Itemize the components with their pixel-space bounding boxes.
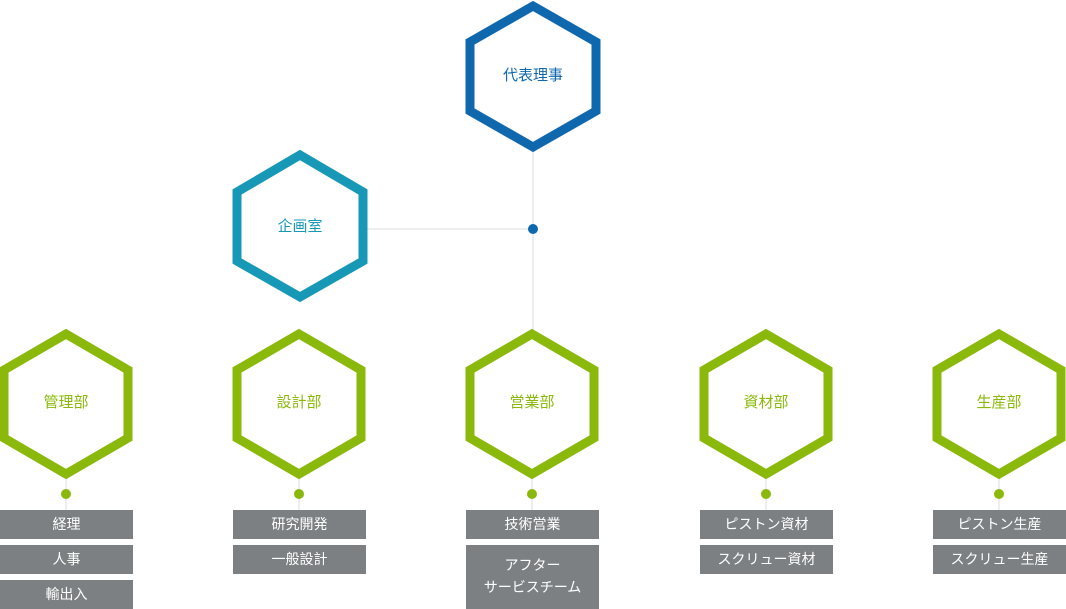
hexagon-planning bbox=[232, 149, 368, 303]
department-0-label: 管理部 bbox=[43, 393, 88, 411]
unit-box: 輸出入 bbox=[0, 580, 133, 609]
hexagon-department-1 bbox=[232, 328, 366, 480]
hexagon-department-0 bbox=[0, 328, 133, 480]
hexagon-department-4 bbox=[932, 328, 1066, 480]
hexagon-department-2 bbox=[465, 328, 599, 480]
node-department-0: 管理部 bbox=[0, 328, 133, 510]
department-2-label: 営業部 bbox=[509, 393, 554, 411]
department-2-dot bbox=[527, 489, 537, 499]
junction-dot bbox=[528, 224, 538, 234]
department-3-dot bbox=[761, 489, 771, 499]
unit-box: 経理 bbox=[0, 510, 133, 539]
department-1-label: 設計部 bbox=[276, 393, 321, 411]
node-top: 代表理事 bbox=[465, 0, 601, 153]
department-4-dot bbox=[994, 489, 1004, 499]
unit-box: 一般設計 bbox=[233, 545, 366, 574]
node-department-2: 営業部 bbox=[465, 328, 599, 510]
unit-box: スクリュー生産 bbox=[933, 545, 1066, 574]
node-department-4: 生産部 bbox=[932, 328, 1066, 510]
node-department-3: 資材部 bbox=[699, 328, 833, 510]
unit-box: 人事 bbox=[0, 545, 133, 574]
node-top-label: 代表理事 bbox=[503, 66, 563, 84]
department-4-label: 生産部 bbox=[976, 393, 1021, 411]
department-3-label: 資材部 bbox=[743, 393, 788, 411]
node-planning: 企画室 bbox=[232, 149, 368, 303]
node-department-1: 設計部 bbox=[232, 328, 366, 510]
unit-box: ピストン資材 bbox=[700, 510, 833, 539]
department-0-dot bbox=[61, 489, 71, 499]
unit-box: ピストン生産 bbox=[933, 510, 1066, 539]
unit-box: 技術営業 bbox=[466, 510, 599, 539]
unit-box: 研究開発 bbox=[233, 510, 366, 539]
department-1-dot bbox=[294, 489, 304, 499]
hexagon-top bbox=[465, 0, 601, 153]
hexagon-department-3 bbox=[699, 328, 833, 480]
node-planning-label: 企画室 bbox=[277, 217, 322, 235]
unit-box: アフター サービスチーム bbox=[466, 545, 599, 609]
unit-box: スクリュー資材 bbox=[700, 545, 833, 574]
